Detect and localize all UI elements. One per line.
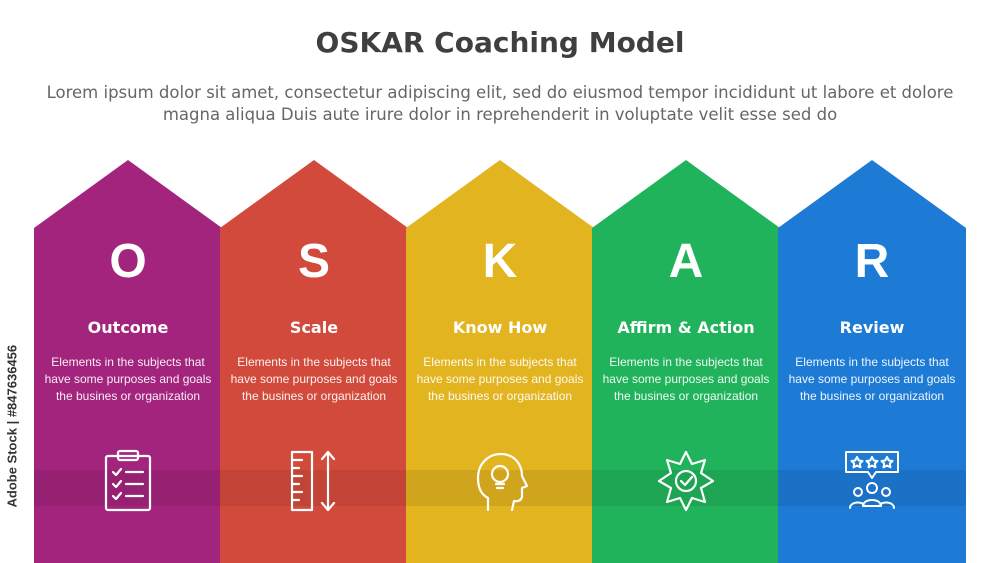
arrow-column-shape	[34, 160, 222, 563]
step-letter: R	[854, 235, 890, 288]
step-know-how: K Know How Elements in the subjects that…	[406, 160, 594, 563]
step-description: Elements in the subjects that have some …	[416, 355, 584, 403]
rating-stars-people-icon	[845, 451, 899, 509]
step-label: Review	[839, 318, 905, 337]
step-outcome: O Outcome Elements in the subjects that …	[34, 160, 222, 563]
arrow-column-shape	[778, 160, 966, 563]
badge-check-icon	[657, 450, 715, 512]
step-letter: S	[297, 235, 330, 288]
label-band	[34, 470, 222, 506]
step-label: Know How	[452, 318, 548, 337]
ruler-scale-icon	[290, 450, 336, 512]
step-label: Scale	[289, 318, 339, 337]
step-scale: S Scale Elements in the subjects that ha…	[220, 160, 408, 563]
arrow-column-shape	[220, 160, 408, 563]
step-description: Elements in the subjects that have some …	[788, 355, 956, 403]
arrow-column-shape	[592, 160, 780, 563]
step-letter: O	[109, 235, 147, 288]
clipboard-checklist-icon	[104, 449, 152, 512]
head-lightbulb-icon	[476, 452, 529, 512]
step-letter: K	[482, 235, 518, 288]
step-description: Elements in the subjects that have some …	[44, 355, 212, 403]
page-title: OSKAR Coaching Model	[315, 26, 685, 59]
page-subtitle: Lorem ipsum dolor sit amet, consectetur …	[46, 83, 954, 124]
step-description: Elements in the subjects that have some …	[230, 355, 398, 403]
step-label: Outcome	[87, 318, 169, 337]
step-review: R Review Elements in the subjects that h…	[778, 160, 966, 563]
arrow-column-shape	[406, 160, 594, 563]
step-description: Elements in the subjects that have some …	[602, 355, 770, 403]
label-band	[220, 470, 408, 506]
step-label: Affirm & Action	[617, 318, 755, 337]
step-letter: A	[668, 235, 704, 288]
step-affirm-action: A Affirm & Action Elements in the subjec…	[592, 160, 780, 563]
label-band	[592, 470, 780, 506]
